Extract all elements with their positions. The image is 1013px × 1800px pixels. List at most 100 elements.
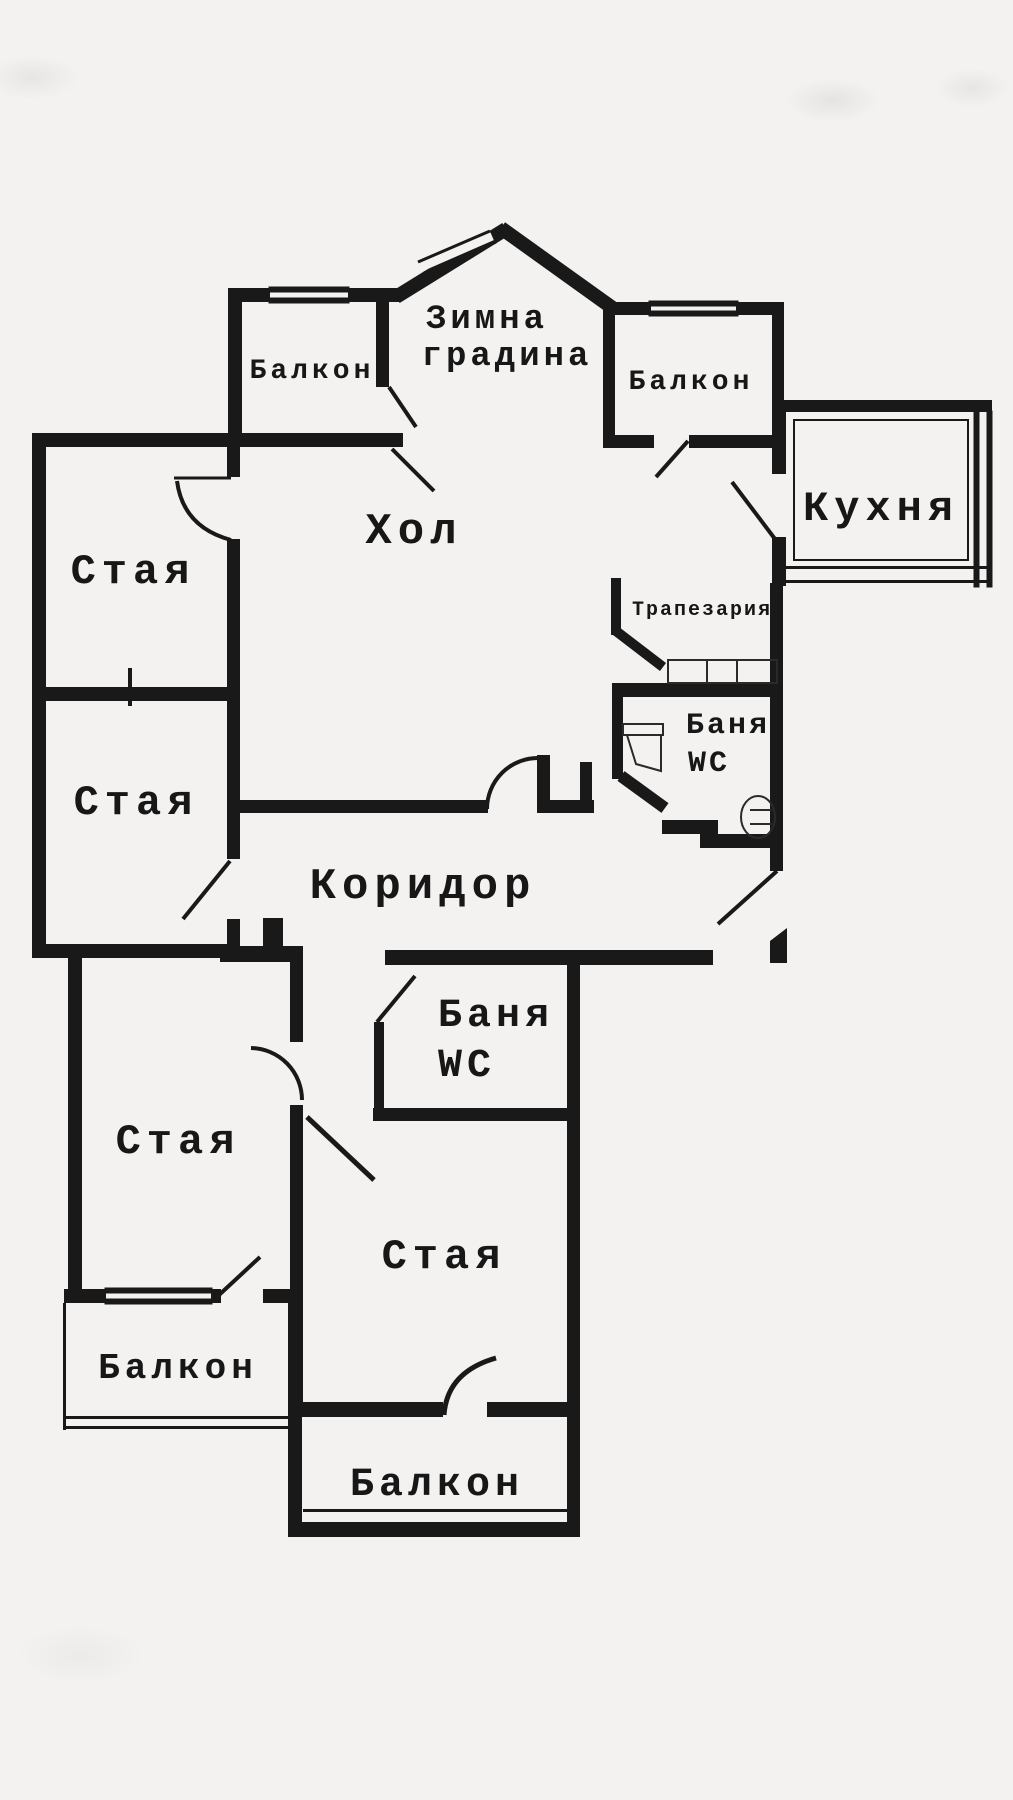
kitchen-bottom-line [786,566,990,569]
room3-window [104,1287,213,1294]
label-balcony-top-right: Балкон [629,367,754,398]
wall-balcTR-bottom-b [689,435,784,448]
wall-entry-stub [770,928,787,963]
windows [104,286,739,1305]
bath1-door-leaf [617,771,669,813]
wall-room12-right-a [227,445,240,477]
wall-kitchen-top [772,400,992,412]
wall-bath1-right [770,583,783,871]
bath2-door-leaf [375,974,417,1024]
balc3-parapet-left [63,1303,66,1430]
wall-bath2-bottom [373,1108,580,1121]
wall-corr-jamb-v2 [580,762,592,813]
fixtures [622,659,778,839]
wall-balcTL-top-b [348,288,401,302]
bath-upper-walls [612,583,783,871]
washbasin-shelf [622,723,664,736]
room3-door-arc [250,1046,304,1101]
toilet-icon [740,795,776,839]
entrance-door-leaf [716,869,779,926]
kitchen-right-outer-line [986,410,993,588]
room-walls-left [32,445,283,950]
balcTL-window [268,297,350,304]
wall-room3-right-top [290,957,303,1042]
label-bath-upper-line2: WC [688,747,730,781]
wall-balcTL-left [228,288,242,447]
bay-window-edge [417,229,491,264]
balc3-parapet-bottom [63,1426,291,1429]
label-balcony-lower-left: Балкон [98,1348,258,1389]
wall-room3-bottom-b [211,1289,221,1303]
balcTR-window [648,300,739,307]
room4-door-leaf [305,1115,376,1182]
kitchen-walls [772,400,993,588]
dining-door-leaf [612,627,667,671]
wall-dining-stub [611,578,621,635]
wall-balcony4-bottom [288,1522,580,1537]
label-kitchen: Кухня [803,485,959,533]
label-bath-upper-line1: Баня [686,709,770,743]
lower-section-walls [64,957,580,1417]
label-corridor: Коридор [310,862,537,912]
wall-room3-right-bottom [290,1105,303,1404]
label-winter-garden-line1: Зимна [426,301,548,339]
divider-door-tick [128,668,132,706]
label-room-top-left: Стая [71,548,196,596]
label-dining: Трапезария [632,599,772,622]
wall-room3-bottom-c [263,1289,301,1303]
balcTR-door-leaf [654,439,690,479]
room2-door-leaf [181,859,232,921]
wall-hall-bottom [233,800,488,813]
wall-top-band [32,433,403,447]
balcony-top-left-walls [228,288,401,447]
balcTL-window [268,286,350,293]
wall-room3-bottom-a [64,1289,106,1303]
kitchen-door-leaf [730,480,777,541]
winter-garden-walls [392,222,619,315]
label-room-lower-left: Стая [116,1118,241,1166]
label-balcony-top-left: Балкон [250,356,375,387]
wall-room4-bottom-b [487,1402,580,1417]
room1-door-arc [175,480,232,542]
wall-corridor-bottom-right [385,950,713,965]
bay-window-edge [423,240,497,275]
wall-balcTR-left [603,302,615,448]
room-labels: Балкон Зимна градина Балкон Кухня Стая Х… [71,301,959,1508]
balc3-parapet-bottom [63,1416,291,1419]
label-winter-garden-line2: градина [422,338,593,376]
wall-room12-right-c [227,919,240,946]
balcTL-door-leaf [387,385,418,429]
wall-kitchen-left-b [772,537,786,586]
hall-corridor-door-arc [485,756,539,810]
wall-room3-left [68,957,82,1303]
kitchen-inner-outline [793,419,969,561]
wall-bath2-left [374,1022,384,1115]
hall-corridor-walls [233,578,621,813]
wall-room2-bottom [32,944,240,958]
room3-window [104,1298,213,1305]
bay-window-gap [419,231,494,272]
wall-room1-room2-divider [32,687,240,701]
label-room-bottom: Стая [382,1233,507,1281]
wall-balcTR-bottom-a [603,435,654,448]
winter-garden-door-leaf [390,447,436,493]
wall-corner-stub [263,918,283,950]
wall-corr-jamb-v1 [537,755,550,813]
kitchen-right-inner-line [973,410,980,588]
wall-balcTL-right [376,290,389,387]
kitchen-bottom-line [786,580,991,583]
doors [174,385,779,1416]
wall-room4-bottom-a [288,1402,443,1417]
balc4-inner-line [303,1509,567,1512]
label-hall: Хол [365,507,462,557]
wall-room4-right [567,952,580,1537]
wall-kitchen-left-a [772,412,786,474]
wall-room12-right-b [227,539,240,859]
label-balcony-bottom: Балкон [350,1463,524,1508]
wall-bath1-top [612,683,778,697]
balcony-parapets [63,1303,567,1512]
counter-unit [667,659,778,684]
washbasin-icon [625,734,662,773]
